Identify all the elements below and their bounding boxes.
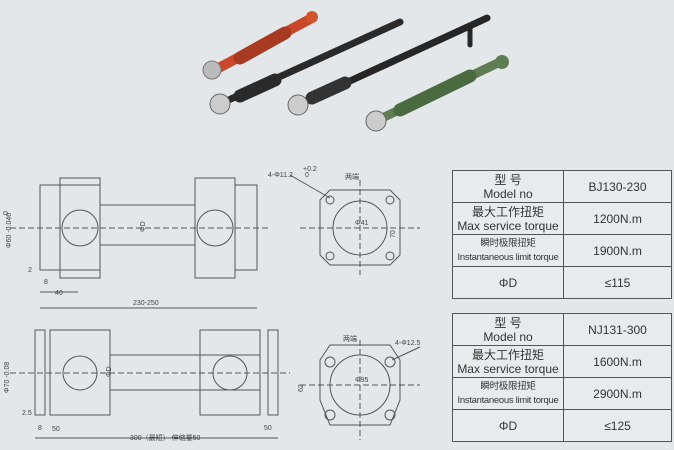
phi-d-label: ΦD [452, 409, 564, 442]
holes-label: 4-Φ12.5 [395, 340, 421, 347]
dim-2-5-label: 2.5 [22, 410, 32, 417]
table-row: ΦD ≤125 [452, 409, 672, 442]
limit-torque-label-en: Instantaneous limit torque [457, 251, 559, 263]
table-row: ΦD ≤115 [452, 266, 672, 299]
model-label-en: Model no [483, 186, 533, 201]
model-label-zh: 型 号 [494, 315, 522, 330]
both-ends-label: 两端 [345, 174, 359, 181]
model-label-en: Model no [483, 329, 533, 344]
flange-tolerance-label: 0 [3, 211, 10, 215]
dim-8-label: 8 [44, 279, 48, 286]
dim-70-label: 70 [390, 230, 397, 238]
dim-40-label: 40 [55, 290, 63, 297]
limit-torque-label-en: Instantaneous limit torque [457, 394, 559, 406]
flange-diameter-label: Φ60 -0.046 [6, 212, 13, 248]
cardan-shaft-photo [202, 11, 509, 132]
limit-torque-value: 1900N.m [563, 234, 672, 267]
dim-8-label: 8 [38, 425, 42, 432]
dim-2-label: 2 [28, 267, 32, 274]
max-torque-label-en: Max service torque [457, 218, 559, 233]
holes-tol-lower: 0 [305, 172, 309, 179]
max-torque-label-en: Max service torque [457, 361, 559, 376]
limit-torque-value: 2900N.m [563, 377, 672, 410]
bolt-circle-label: Φ41 [355, 220, 369, 227]
limit-torque-label-zh: 瞬时极限扭矩 [480, 237, 536, 249]
model-value: BJ130-230 [563, 170, 672, 203]
length-label: 230-250 [133, 300, 159, 307]
holes-label: 4-Φ11.2 [268, 172, 293, 179]
model-value: NJ131-300 [563, 313, 672, 346]
dim-50-right-label: 50 [264, 425, 272, 432]
phi-d-value: ≤115 [563, 266, 672, 299]
max-torque-label-zh: 最大工作扭矩 [471, 204, 544, 219]
phi-d-label: ΦD [452, 266, 564, 299]
phi-d-label: ΦD [106, 366, 113, 377]
bolt-circle-label: Φ95 [355, 377, 369, 384]
length-label: 300（最短） 伸缩量50 [130, 435, 201, 442]
max-torque-value: 1200N.m [563, 202, 672, 235]
table-row: 瞬时极限扭矩 Instantaneous limit torque 2900N.m [452, 377, 672, 410]
both-ends-label: 两端 [343, 336, 357, 343]
limit-torque-label-zh: 瞬时极限扭矩 [480, 380, 536, 392]
holes-tol-upper: +0.2 [303, 166, 317, 173]
model-label-zh: 型 号 [494, 172, 522, 187]
dim-50-left-label: 50 [52, 426, 60, 433]
phi-d-label: ΦD [140, 221, 147, 232]
table-row: 瞬时极限扭矩 Instantaneous limit torque 1900N.m [452, 234, 672, 267]
phi-d-value: ≤125 [563, 409, 672, 442]
max-torque-value: 1600N.m [563, 345, 672, 378]
max-torque-label-zh: 最大工作扭矩 [471, 347, 544, 362]
dim-62-label: 62 [298, 384, 305, 392]
flange-diameter-label: Φ70 -0.08 [4, 361, 11, 393]
